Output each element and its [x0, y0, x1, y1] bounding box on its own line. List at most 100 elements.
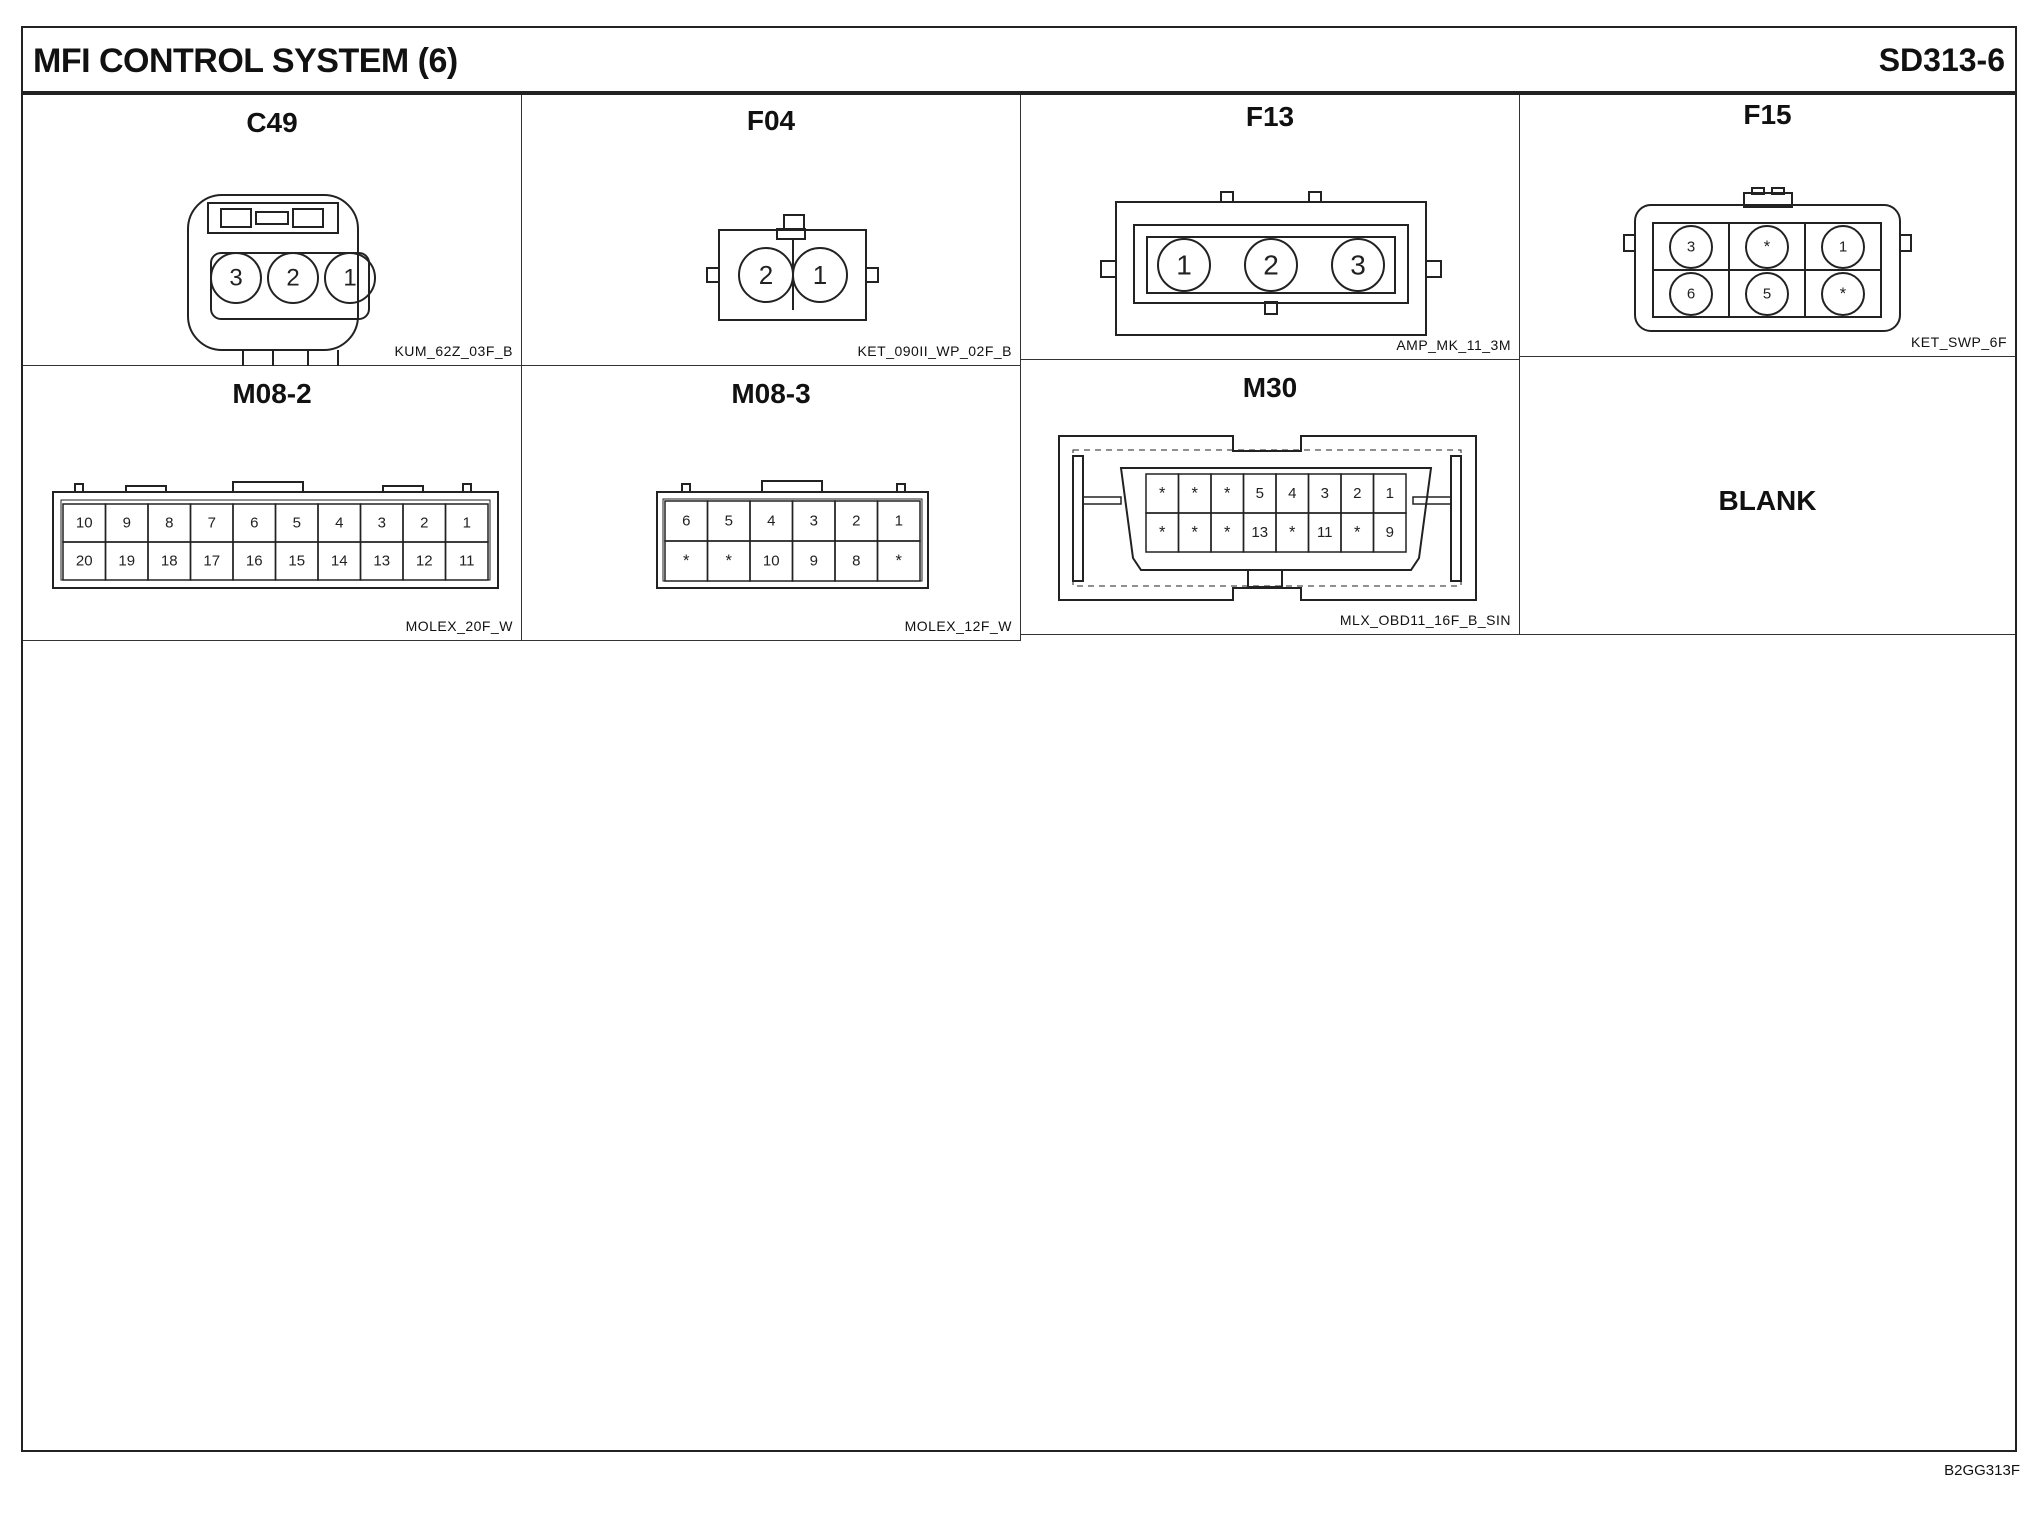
connector-outline: [1220, 191, 1234, 203]
pin-number: *: [1224, 524, 1231, 542]
pin-number: *: [1192, 524, 1199, 542]
connector-part-number: KUM_62Z_03F_B: [394, 343, 513, 359]
pin-number: *: [683, 552, 690, 570]
connector-label: M08-3: [731, 378, 811, 409]
pin-number: 3: [1687, 239, 1695, 256]
pin-number: 3: [378, 515, 386, 532]
page-title: MFI CONTROL SYSTEM (6): [33, 42, 458, 80]
connector-outline: [125, 485, 167, 493]
pin-cell: [444, 541, 489, 581]
connector-c49-drawing: 3 2 1: [187, 194, 376, 366]
pin-number: 1: [463, 515, 471, 532]
pin-number: 5: [725, 513, 733, 530]
pin-number: *: [1159, 524, 1166, 542]
connector-outline: [1100, 260, 1117, 278]
pin-number: 20: [76, 553, 93, 570]
pin-number: 1: [1176, 250, 1192, 281]
connector-outline: [1899, 234, 1912, 252]
pin-number: 19: [118, 553, 135, 570]
pin-number: 5: [1763, 286, 1771, 303]
connector-label: F13: [1245, 101, 1295, 132]
connector-outline: [292, 208, 324, 228]
pin-number: *: [1289, 524, 1296, 542]
blank-label: BLANK: [1718, 485, 1817, 516]
pin-number: 13: [373, 553, 390, 570]
pin-number: 11: [1317, 524, 1333, 541]
pin-cavity: [267, 252, 319, 304]
connector-outline: [242, 350, 339, 366]
connector-part-number: MOLEX_20F_W: [405, 618, 513, 634]
pin-cavity: [1821, 272, 1865, 316]
connector-outline: [1771, 187, 1785, 195]
pin-number: 1: [895, 513, 903, 530]
connector-label: M08-2: [232, 378, 312, 409]
pin-number: *: [1159, 485, 1166, 503]
pin-number: 2: [1353, 485, 1361, 502]
connector-label: F15: [1743, 99, 1792, 130]
connector-outline: [1264, 301, 1278, 315]
pin-number: 10: [76, 515, 93, 532]
pin-number: *: [1840, 285, 1847, 303]
connector-outline: [1743, 192, 1793, 208]
pin-number: *: [896, 552, 903, 570]
pin-number: 18: [161, 553, 178, 570]
pin-cavity: [1331, 238, 1385, 292]
pin-number: 8: [165, 515, 173, 532]
connector-outline: [783, 214, 805, 231]
pin-number: 6: [250, 515, 258, 532]
connector-outline: [1082, 496, 1122, 505]
pin-number: *: [726, 552, 733, 570]
pin-cavity: [324, 252, 376, 304]
connector-outline: [220, 208, 252, 228]
pin-number: 17: [203, 553, 220, 570]
pin-number: 1: [1386, 485, 1394, 502]
pin-number: 16: [246, 553, 263, 570]
pin-number: 1: [813, 260, 827, 290]
pin-cavity: [1669, 272, 1713, 316]
pin-cavity: [1157, 238, 1211, 292]
pin-number: 2: [286, 265, 299, 292]
pin-number: 6: [682, 513, 690, 530]
pin-number: 3: [229, 265, 242, 292]
pin-number: 11: [459, 553, 475, 570]
pin-number: 3: [810, 513, 818, 530]
connector-outline: [187, 194, 359, 351]
pin-number: 13: [1251, 524, 1268, 541]
connector-outline: [1247, 569, 1283, 588]
connector-outline: [1425, 260, 1442, 278]
pin-cell: [876, 540, 921, 582]
connector-outline: [1146, 236, 1396, 294]
page-header: MFI CONTROL SYSTEM (6) SD313-6: [23, 28, 2015, 95]
pin-number: 4: [1288, 485, 1296, 502]
blank-cell: BLANK: [1520, 357, 2015, 635]
pin-number: *: [1764, 238, 1771, 256]
connector-outline: [1119, 467, 1433, 571]
connector-outline: [1634, 204, 1901, 332]
pin-number: 2: [420, 515, 428, 532]
connector-part-number: KET_SWP_6F: [1910, 334, 2007, 350]
pin-cavity: [1669, 225, 1713, 269]
connector-outline: [865, 267, 879, 283]
pin-number: 7: [208, 515, 216, 532]
pin-number: 14: [331, 553, 348, 570]
connector-outline: [896, 483, 906, 493]
connector-outline: [1450, 455, 1462, 582]
connector-outline: [776, 228, 806, 240]
connector-outline: [382, 485, 424, 493]
pin-cavity: [1244, 238, 1298, 292]
pin-number: 5: [293, 515, 301, 532]
pin-number: 1: [343, 265, 356, 292]
pin-number: 2: [759, 260, 773, 290]
figure-code: B2GG313F: [1944, 1462, 2020, 1479]
connector-part-number: MLX_OBD11_16F_B_SIN: [1339, 612, 1511, 628]
connector-outline: [255, 211, 289, 225]
